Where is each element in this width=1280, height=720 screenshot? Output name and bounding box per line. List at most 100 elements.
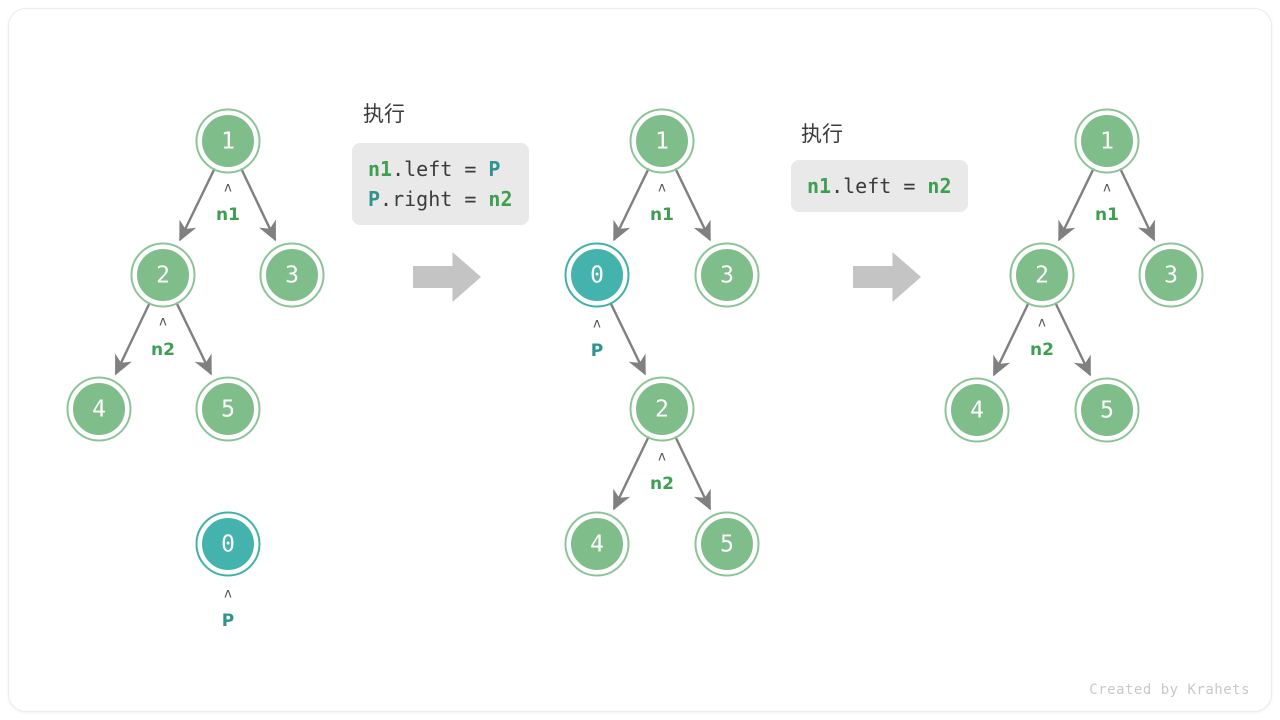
node-circle	[135, 247, 191, 303]
node-value: 2	[655, 397, 669, 423]
step-3-title: 执行	[801, 122, 843, 146]
tree-node[interactable]: 5	[694, 511, 760, 577]
pointer-label: P	[591, 341, 603, 361]
tree-edge	[1119, 168, 1156, 242]
tree-edge	[992, 301, 1030, 377]
tree-node[interactable]: 3	[1138, 242, 1204, 308]
tree-edge	[609, 301, 647, 376]
tree-node[interactable]: 4	[66, 376, 132, 442]
tree-node[interactable]: 1	[629, 108, 695, 174]
pointer-label: n1	[650, 205, 674, 225]
code-token: .right =	[380, 187, 489, 211]
node-outer-ring	[259, 242, 325, 308]
tree-edge	[674, 435, 712, 511]
tree-edge	[1057, 167, 1095, 242]
code-token: P	[368, 187, 381, 211]
node-outer-ring	[694, 511, 760, 577]
node-circle	[200, 516, 256, 572]
tree-edge	[674, 167, 712, 242]
pointer-label-group: ʌn2	[1030, 316, 1054, 361]
tree-node[interactable]: 3	[694, 242, 760, 308]
node-value: 0	[590, 263, 604, 289]
tree-node[interactable]: 2	[629, 376, 695, 442]
node-circle	[569, 247, 625, 303]
tree-edge	[175, 301, 213, 376]
tree-node[interactable]: 1	[1074, 108, 1140, 174]
code-token: n1	[368, 157, 393, 181]
tree-edge	[114, 302, 151, 376]
tree-node[interactable]: 5	[195, 376, 261, 442]
pointer-label-group: ʌP	[222, 587, 234, 632]
step-2-title: 执行	[363, 102, 405, 126]
node-outer-ring	[1138, 242, 1204, 308]
node-circle	[949, 382, 1005, 438]
tree-edge	[612, 435, 650, 511]
node-value: 3	[720, 263, 734, 289]
node-circle	[699, 516, 755, 572]
tree-node[interactable]: 2	[130, 242, 196, 308]
node-value: 2	[156, 263, 170, 289]
tree-initial: 1 2 3 4 5 0 ʌ n1 ʌ n2 ʌP	[66, 108, 325, 632]
code-token: .left =	[392, 157, 489, 181]
node-value: 4	[92, 397, 106, 423]
tree-node[interactable]: 0	[564, 242, 630, 308]
caret-icon: ʌ	[224, 181, 232, 196]
tree-node[interactable]: 1	[195, 108, 261, 174]
node-outer-ring	[195, 376, 261, 442]
tree-node[interactable]: 0	[195, 511, 261, 577]
caret-icon: ʌ	[658, 181, 666, 196]
code-token: n2	[927, 174, 952, 198]
node-circle	[200, 381, 256, 437]
node-outer-ring	[195, 511, 261, 577]
transition-arrow-2	[853, 252, 921, 302]
code-token: n2	[488, 187, 513, 211]
pointer-label: n1	[216, 205, 240, 225]
node-value: 1	[221, 129, 235, 155]
node-outer-ring	[1074, 108, 1140, 174]
tree-edge	[612, 167, 650, 242]
caret-icon: ʌ	[593, 317, 601, 332]
node-circle	[1143, 247, 1199, 303]
node-circle	[569, 516, 625, 572]
pointer-label: n2	[151, 340, 175, 360]
tree-node[interactable]: 5	[1074, 377, 1140, 443]
caret-icon: ʌ	[658, 450, 666, 465]
node-circle	[264, 247, 320, 303]
tree-node[interactable]: 4	[564, 511, 630, 577]
node-value: 2	[1035, 263, 1049, 289]
transition-arrow-1	[413, 252, 481, 302]
node-circle	[634, 381, 690, 437]
node-circle	[634, 113, 690, 169]
tree-node[interactable]: 2	[1009, 242, 1075, 308]
node-value: 0	[221, 532, 235, 558]
node-value: 4	[970, 398, 984, 424]
code-line: P.right = n2	[368, 184, 513, 214]
pointer-label: n1	[1095, 205, 1119, 225]
node-outer-ring	[629, 376, 695, 442]
node-outer-ring	[1074, 377, 1140, 443]
code-token: .left =	[831, 174, 928, 198]
node-outer-ring	[130, 242, 196, 308]
node-circle	[71, 381, 127, 437]
node-value: 5	[720, 532, 734, 558]
node-value: 1	[1100, 129, 1114, 155]
node-value: 4	[590, 532, 604, 558]
node-circle	[1014, 247, 1070, 303]
code-line: n1.left = n2	[807, 171, 952, 201]
code-token: n1	[807, 174, 832, 198]
credit-text: Created by Krahets	[1089, 682, 1250, 698]
node-outer-ring	[66, 376, 132, 442]
caret-icon: ʌ	[224, 587, 232, 602]
node-outer-ring	[944, 377, 1010, 443]
node-outer-ring	[1009, 242, 1075, 308]
pointer-label-group: ʌ n1	[650, 181, 674, 226]
tree-node[interactable]: 4	[944, 377, 1010, 443]
node-value: 3	[285, 263, 299, 289]
tree-edge	[240, 168, 277, 242]
tree-node[interactable]: 3	[259, 242, 325, 308]
pointer-label: n2	[650, 474, 674, 494]
